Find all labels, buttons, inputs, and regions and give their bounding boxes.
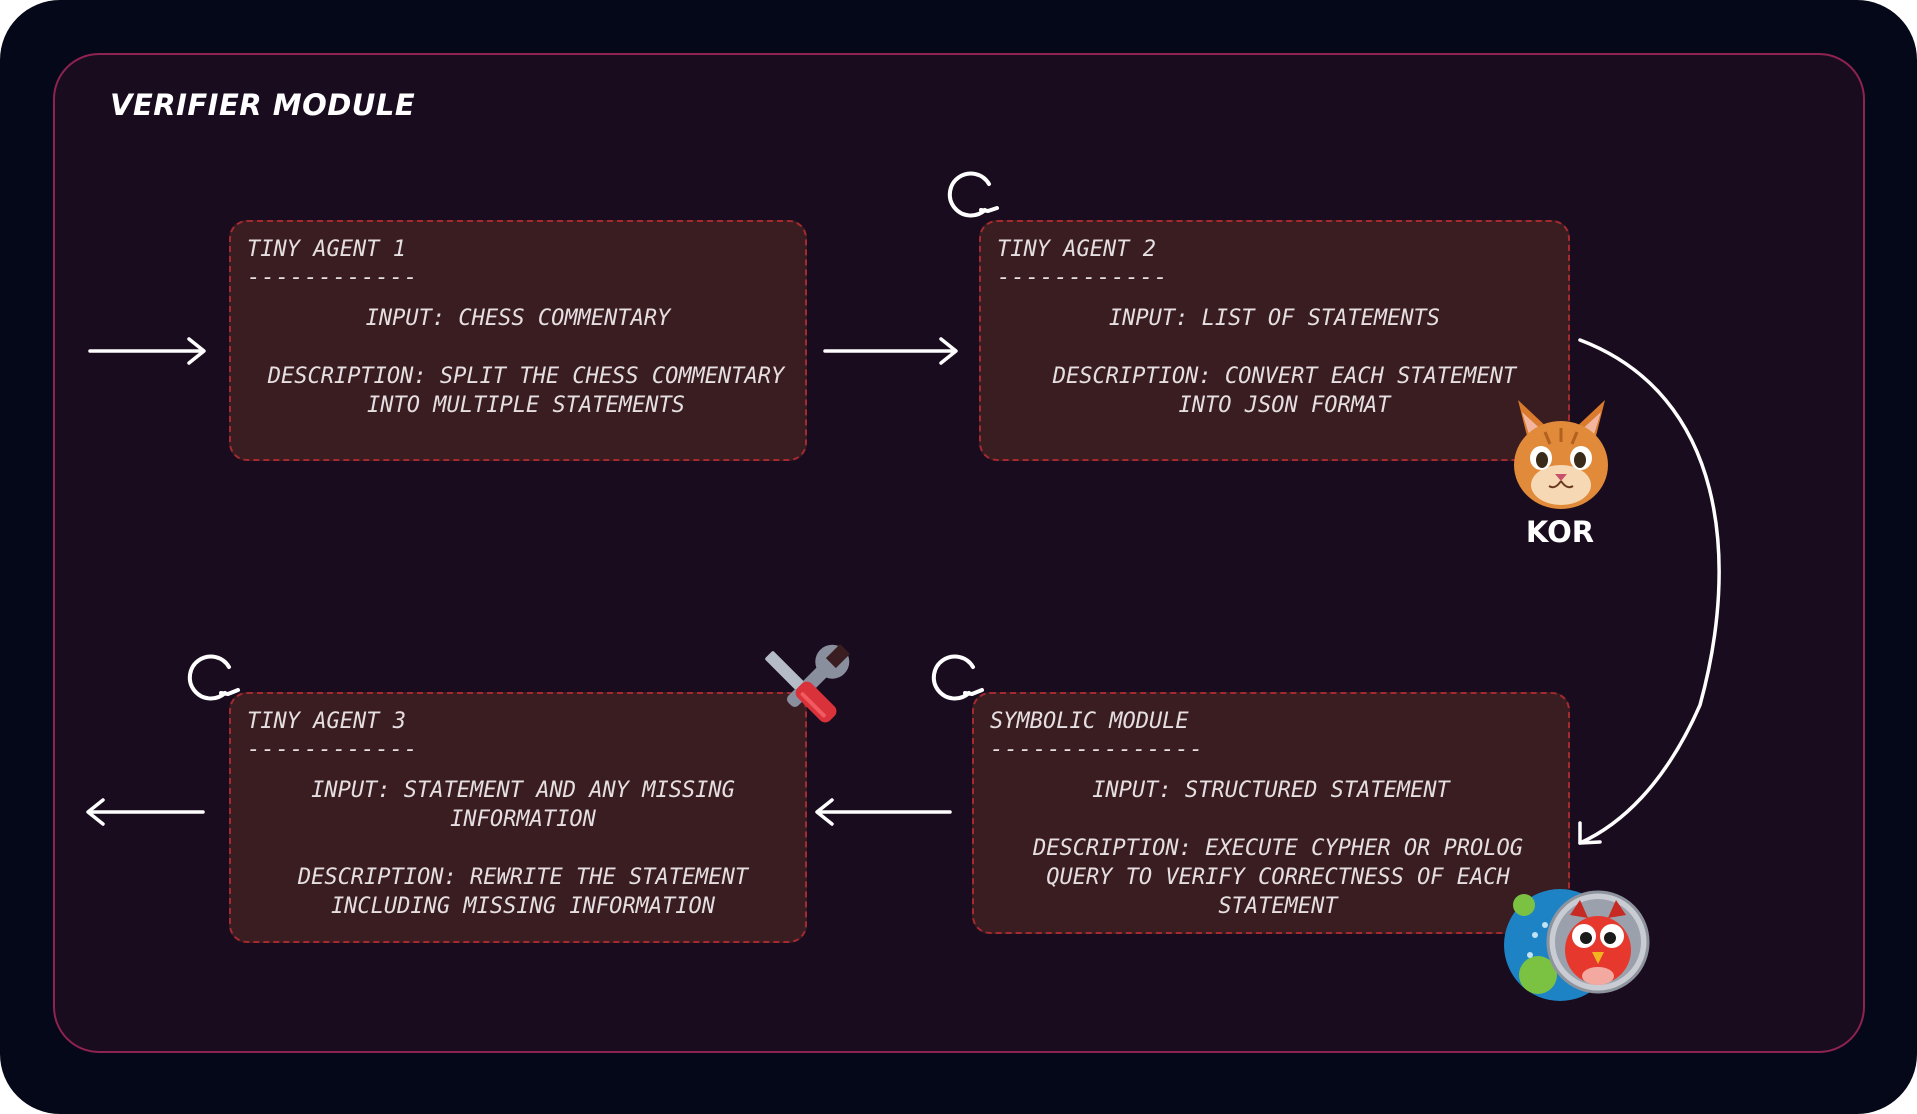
symbolic-module-box: SYMBOLIC MODULE --------------- INPUT: S… [972, 692, 1570, 934]
box-divider: ------------ [247, 265, 418, 290]
box-title: TINY AGENT 3 [247, 709, 406, 734]
box-divider: --------------- [990, 737, 1204, 762]
loop-icon [187, 654, 240, 701]
arrow-agent-2-to-symbolic-module [1578, 338, 1721, 845]
box-input: INPUT: STATEMENT AND ANY MISSING INFORMA… [311, 778, 735, 832]
box-title: TINY AGENT 1 [247, 237, 406, 262]
owl-icon [1546, 890, 1650, 994]
arrow-into-agent-1 [88, 337, 206, 365]
cat-icon [1514, 400, 1608, 509]
module-title: VERIFIER MODULE [110, 88, 416, 122]
box-input: INPUT: CHESS COMMENTARY [365, 306, 671, 331]
loop-icon [931, 654, 984, 701]
tiny-agent-3-box: TINY AGENT 3 ------------ INPUT: STATEME… [229, 692, 807, 943]
box-input: INPUT: LIST OF STATEMENTS [1108, 306, 1441, 331]
box-divider: ------------ [247, 737, 418, 762]
tiny-agent-2-box: TINY AGENT 2 ------------ INPUT: LIST OF… [979, 220, 1570, 461]
box-description: DESCRIPTION: SPLIT THE CHESS COMMENTARY … [267, 364, 785, 418]
box-input: INPUT: STRUCTURED STATEMENT [1092, 778, 1450, 803]
box-divider: ------------ [997, 265, 1168, 290]
kor-label: KOR [1525, 515, 1595, 549]
tiny-agent-1-box: TINY AGENT 1 ------------ INPUT: CHESS C… [229, 220, 807, 461]
box-title: TINY AGENT 2 [997, 237, 1156, 262]
tools-icon [765, 644, 850, 723]
box-description: DESCRIPTION: REWRITE THE STATEMENT INCLU… [297, 865, 749, 919]
box-description: DESCRIPTION: EXECUTE CYPHER OR PROLOG QU… [1032, 836, 1524, 919]
arrow-agent-1-to-agent-2 [823, 337, 958, 365]
arrow-out-of-agent-3 [86, 798, 205, 826]
box-title: SYMBOLIC MODULE [990, 709, 1189, 734]
box-description: DESCRIPTION: CONVERT EACH STATEMENT INTO… [1052, 364, 1517, 418]
loop-icon [947, 171, 999, 218]
arrow-symbolic-to-agent-3 [815, 798, 952, 826]
